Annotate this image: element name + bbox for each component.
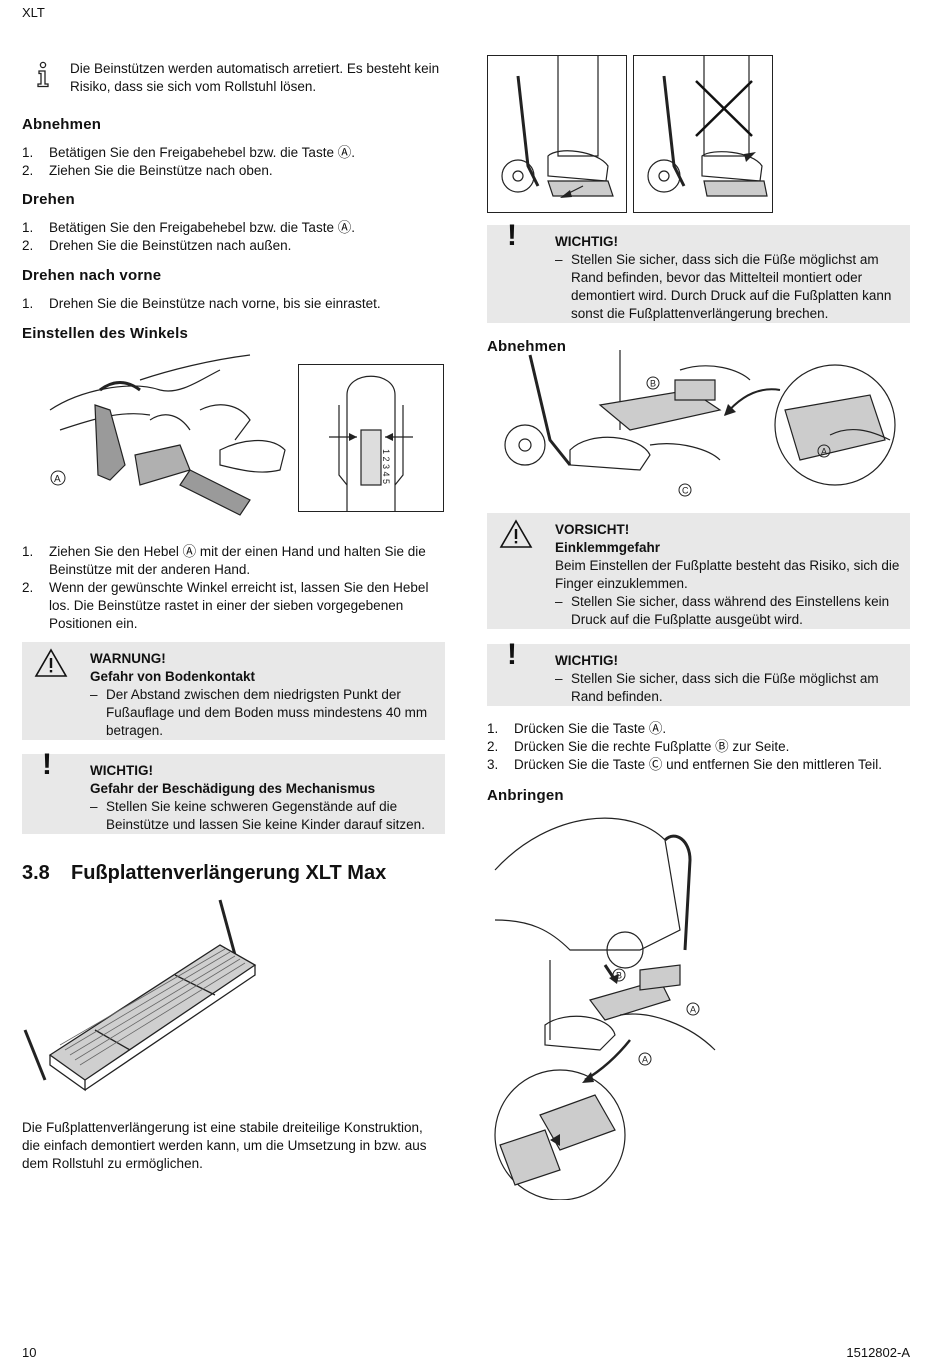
remove-steps: 1.Drücken Sie die Taste Ⓐ. 2.Drücken Sie… (487, 720, 910, 774)
warning-box: WARNUNG! Gefahr von Bodenkontakt Der Abs… (22, 642, 445, 740)
list-item: 1.Drücken Sie die Taste Ⓐ. (487, 721, 667, 736)
list-item: 1.Drehen Sie die Beinstütze nach vorne, … (22, 296, 381, 311)
important-box-feet: ! WICHTIG! Stellen Sie sicher, dass sich… (487, 638, 910, 706)
list-item: 2.Ziehen Sie die Beinstütze nach oben. (22, 163, 273, 178)
abnehmen-steps: 1.Betätigen Sie den Freigabehebel bzw. d… (22, 144, 442, 180)
list-item: 1.Betätigen Sie den Freigabehebel bzw. d… (22, 220, 355, 235)
figure-wheelchair-foot-ok (487, 55, 627, 213)
important-box-mechanism: ! WICHTIG! Gefahr der Beschädigung des M… (22, 748, 445, 834)
list-item: 1.Ziehen Sie den Hebel Ⓐ mit der einen H… (22, 544, 426, 577)
caution-text: Beim Einstellen der Fußplatte besteht da… (555, 558, 900, 591)
exclamation-icon: ! (507, 638, 517, 671)
list-item: 2.Drücken Sie die rechte Fußplatte Ⓑ zur… (487, 739, 790, 754)
heading-anbringen: Anbringen (487, 787, 564, 804)
figure-label-a: A (642, 1055, 648, 1065)
figure-wheelchair-foot-wrong (633, 55, 773, 213)
figure-angle-scale: 1 2 3 4 5 (298, 364, 444, 512)
drehen-steps: 1.Betätigen Sie den Freigabehebel bzw. d… (22, 219, 442, 255)
heading-einstellen-des-winkels: Einstellen des Winkels (22, 325, 188, 342)
figure-angle-adjustment: A (40, 350, 290, 525)
figure-label-b: B (650, 379, 656, 389)
exclamation-icon: ! (42, 748, 52, 781)
exclamation-icon: ! (507, 219, 517, 252)
figure-label-b: B (616, 971, 622, 981)
figure-label-c: C (682, 486, 689, 496)
list-item: 1.Betätigen Sie den Freigabehebel bzw. d… (22, 145, 355, 160)
important-item: Stellen Sie keine schweren Gegenstände a… (90, 798, 435, 834)
figure-label-a: A (54, 474, 61, 485)
warning-triangle-icon (499, 519, 533, 549)
heading-abnehmen: Abnehmen (22, 116, 102, 133)
heading-abnehmen-right: Abnehmen (487, 338, 567, 355)
section-title: Fußplattenverlängerung XLT Max (71, 862, 387, 884)
figure-label-a: A (821, 447, 827, 457)
important-item: Stellen Sie sicher, dass sich die Füße m… (555, 670, 900, 706)
warning-triangle-icon (34, 648, 68, 678)
header-title: XLT (22, 5, 45, 20)
warning-title: WARNUNG! (90, 651, 166, 666)
heading-drehen-nach-vorne: Drehen nach vorne (22, 267, 162, 284)
important-subtitle: Gefahr der Beschädigung des Mechanismus (90, 781, 376, 796)
figure-attach-center-part: B A A (490, 800, 720, 1200)
warning-item: Der Abstand zwischen dem niedrigsten Pun… (90, 686, 435, 740)
figure-remove-center-part: B A C (490, 350, 910, 500)
warning-subtitle: Gefahr von Bodenkontakt (90, 669, 256, 684)
important-title: WICHTIG! (90, 763, 153, 778)
angle-scale-marks: 1 2 3 4 5 (381, 449, 391, 484)
figure-label-a: A (690, 1005, 696, 1015)
caution-box: VORSICHT! Einklemmgefahr Beim Einstellen… (487, 513, 910, 629)
drehen-vorne-steps: 1.Drehen Sie die Beinstütze nach vorne, … (22, 295, 442, 313)
winkel-steps: 1.Ziehen Sie den Hebel Ⓐ mit der einen H… (22, 543, 442, 633)
figure-footplate-extension (20, 895, 320, 1095)
list-item: 2.Drehen Sie die Beinstützen nach außen. (22, 238, 292, 253)
document-id: 1512802-A (846, 1345, 910, 1360)
important-title: WICHTIG! (555, 234, 618, 249)
section-number: 3.8 (22, 862, 50, 884)
important-title: WICHTIG! (555, 653, 618, 668)
caution-item: Stellen Sie sicher, dass während des Ein… (555, 593, 900, 629)
important-item: Stellen Sie sicher, dass sich die Füße m… (555, 251, 900, 323)
caution-subtitle: Einklemmgefahr (555, 540, 661, 555)
important-box-center-part: ! WICHTIG! Stellen Sie sicher, dass sich… (487, 219, 910, 323)
info-icon (34, 60, 52, 88)
section-description: Die Fußplattenverlängerung ist eine stab… (22, 1120, 427, 1171)
list-item: 3.Drücken Sie die Taste Ⓒ und entfernen … (487, 757, 882, 772)
info-note: Die Beinstützen werden automatisch arret… (70, 61, 440, 94)
page-number: 10 (22, 1345, 37, 1360)
caution-title: VORSICHT! (555, 522, 630, 537)
heading-drehen: Drehen (22, 191, 75, 208)
list-item: 2.Wenn der gewünschte Winkel erreicht is… (22, 580, 429, 631)
